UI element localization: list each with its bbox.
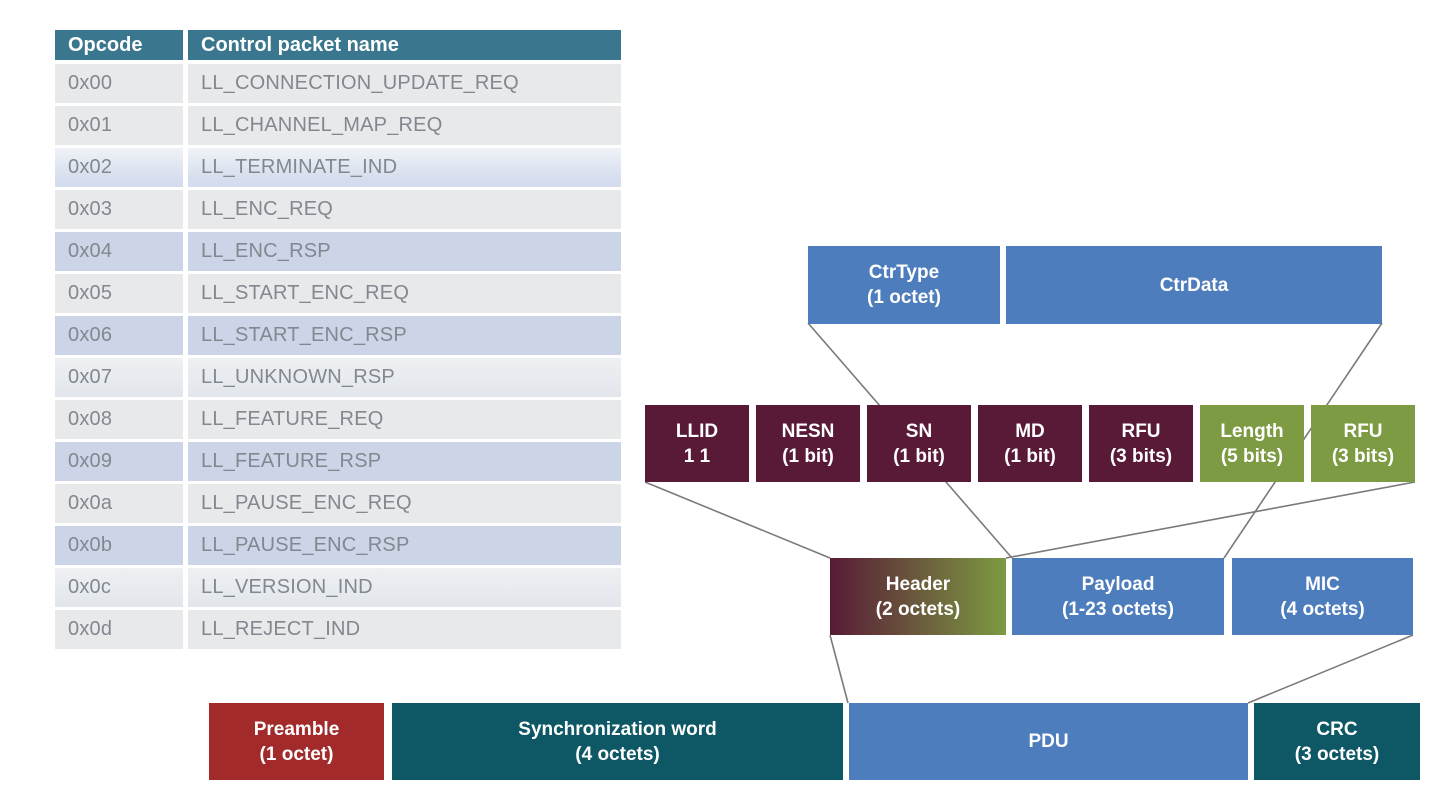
field-label: SN — [905, 420, 933, 442]
field-size: (4 octets) — [575, 743, 660, 765]
field-preamble: Preamble (1 octet) — [209, 703, 384, 780]
table-row: 0x0a LL_PAUSE_ENC_REQ — [55, 484, 621, 523]
field-label: NESN — [781, 420, 835, 442]
field-sync-word: Synchronization word (4 octets) — [392, 703, 843, 780]
field-payload: Payload (1-23 octets) — [1012, 558, 1224, 635]
table-row: 0x04 LL_ENC_RSP — [55, 232, 621, 271]
field-mic: MIC (4 octets) — [1232, 558, 1413, 635]
opcode-table-header: Opcode Control packet name — [55, 30, 621, 60]
field-label: LLID — [675, 420, 719, 442]
opcode-cell: 0x01 — [55, 106, 183, 145]
field-label: MIC — [1305, 573, 1340, 595]
packet-name-cell: LL_START_ENC_RSP — [188, 316, 621, 355]
opcode-cell: 0x08 — [55, 400, 183, 439]
field-size: (1 octet) — [867, 287, 941, 308]
packet-name-cell: LL_PAUSE_ENC_RSP — [188, 526, 621, 565]
field-size: (1 bit) — [1004, 445, 1056, 467]
opcode-table: Opcode Control packet name 0x00 LL_CONNE… — [55, 30, 621, 652]
field-size: (1 octet) — [259, 743, 334, 765]
table-row: 0x02 LL_TERMINATE_IND — [55, 148, 621, 187]
table-row: 0x05 LL_START_ENC_REQ — [55, 274, 621, 313]
field-size: (3 bits) — [1331, 445, 1395, 467]
packet-name-cell: LL_UNKNOWN_RSP — [188, 358, 621, 397]
field-rfu-length: RFU (3 bits) — [1311, 405, 1415, 482]
field-length: Length (5 bits) — [1200, 405, 1304, 482]
field-size: (3 octets) — [1294, 743, 1380, 765]
field-label: CRC — [1316, 718, 1358, 740]
field-label: CtrData — [1159, 274, 1229, 296]
opcode-cell: 0x03 — [55, 190, 183, 229]
field-label: Header — [885, 573, 951, 595]
field-md: MD (1 bit) — [978, 405, 1082, 482]
packet-name-cell: LL_ENC_RSP — [188, 232, 621, 271]
field-size: (4 octets) — [1280, 598, 1365, 620]
field-header: Header (2 octets) — [830, 558, 1006, 635]
opcode-cell: 0x02 — [55, 148, 183, 187]
packet-name-cell: LL_CONNECTION_UPDATE_REQ — [188, 64, 621, 103]
connector-line — [829, 634, 849, 704]
opcode-cell: 0x09 — [55, 442, 183, 481]
field-label: CtrType — [868, 262, 940, 283]
field-nesn: NESN (1 bit) — [756, 405, 860, 482]
packet-name-cell: LL_CHANNEL_MAP_REQ — [188, 106, 621, 145]
packet-name-cell: LL_FEATURE_REQ — [188, 400, 621, 439]
table-row: 0x03 LL_ENC_REQ — [55, 190, 621, 229]
field-size: 1 1 — [683, 445, 711, 467]
table-row: 0x01 LL_CHANNEL_MAP_REQ — [55, 106, 621, 145]
opcode-cell: 0x0a — [55, 484, 183, 523]
field-label: PDU — [1028, 731, 1069, 752]
field-label: Preamble — [253, 718, 340, 740]
connector-line — [644, 481, 831, 559]
field-label: Length — [1220, 420, 1284, 442]
field-size: (5 bits) — [1220, 445, 1284, 467]
opcode-cell: 0x06 — [55, 316, 183, 355]
packet-name-cell: LL_TERMINATE_IND — [188, 148, 621, 187]
field-size: (1 bit) — [782, 445, 834, 467]
table-row: 0x06 LL_START_ENC_RSP — [55, 316, 621, 355]
opcode-cell: 0x0d — [55, 610, 183, 649]
field-rfu-flags: RFU (3 bits) — [1089, 405, 1193, 482]
field-llid: LLID 1 1 — [645, 405, 749, 482]
field-ctrdata: CtrData — [1006, 246, 1382, 324]
field-label: Synchronization word — [518, 718, 717, 740]
field-label: RFU — [1121, 420, 1161, 442]
table-row: 0x07 LL_UNKNOWN_RSP — [55, 358, 621, 397]
field-size: (1 bit) — [893, 445, 945, 467]
field-sn: SN (1 bit) — [867, 405, 971, 482]
table-row: 0x0c LL_VERSION_IND — [55, 568, 621, 607]
field-label: RFU — [1343, 420, 1383, 442]
field-ctrtype: CtrType (1 octet) — [808, 246, 1000, 324]
column-header-opcode: Opcode — [55, 30, 183, 60]
field-label: MD — [1015, 420, 1045, 442]
column-header-packet-name: Control packet name — [188, 30, 621, 60]
opcode-cell: 0x07 — [55, 358, 183, 397]
field-size: (3 bits) — [1109, 445, 1173, 467]
field-pdu: PDU — [849, 703, 1248, 780]
field-crc: CRC (3 octets) — [1254, 703, 1420, 780]
field-label: Payload — [1081, 573, 1155, 595]
connector-line — [1247, 634, 1414, 704]
opcode-cell: 0x05 — [55, 274, 183, 313]
packet-name-cell: LL_PAUSE_ENC_REQ — [188, 484, 621, 523]
opcode-cell: 0x0c — [55, 568, 183, 607]
table-row: 0x09 LL_FEATURE_RSP — [55, 442, 621, 481]
opcode-cell: 0x04 — [55, 232, 183, 271]
table-row: 0x0d LL_REJECT_IND — [55, 610, 621, 649]
field-size: (1-23 octets) — [1062, 598, 1174, 620]
table-row: 0x00 LL_CONNECTION_UPDATE_REQ — [55, 64, 621, 103]
packet-name-cell: LL_FEATURE_RSP — [188, 442, 621, 481]
packet-name-cell: LL_START_ENC_REQ — [188, 274, 621, 313]
table-row: 0x08 LL_FEATURE_REQ — [55, 400, 621, 439]
opcode-cell: 0x00 — [55, 64, 183, 103]
table-row: 0x0b LL_PAUSE_ENC_RSP — [55, 526, 621, 565]
packet-name-cell: LL_REJECT_IND — [188, 610, 621, 649]
field-size: (2 octets) — [875, 598, 961, 620]
connector-line — [1005, 481, 1416, 559]
packet-name-cell: LL_ENC_REQ — [188, 190, 621, 229]
packet-name-cell: LL_VERSION_IND — [188, 568, 621, 607]
opcode-cell: 0x0b — [55, 526, 183, 565]
